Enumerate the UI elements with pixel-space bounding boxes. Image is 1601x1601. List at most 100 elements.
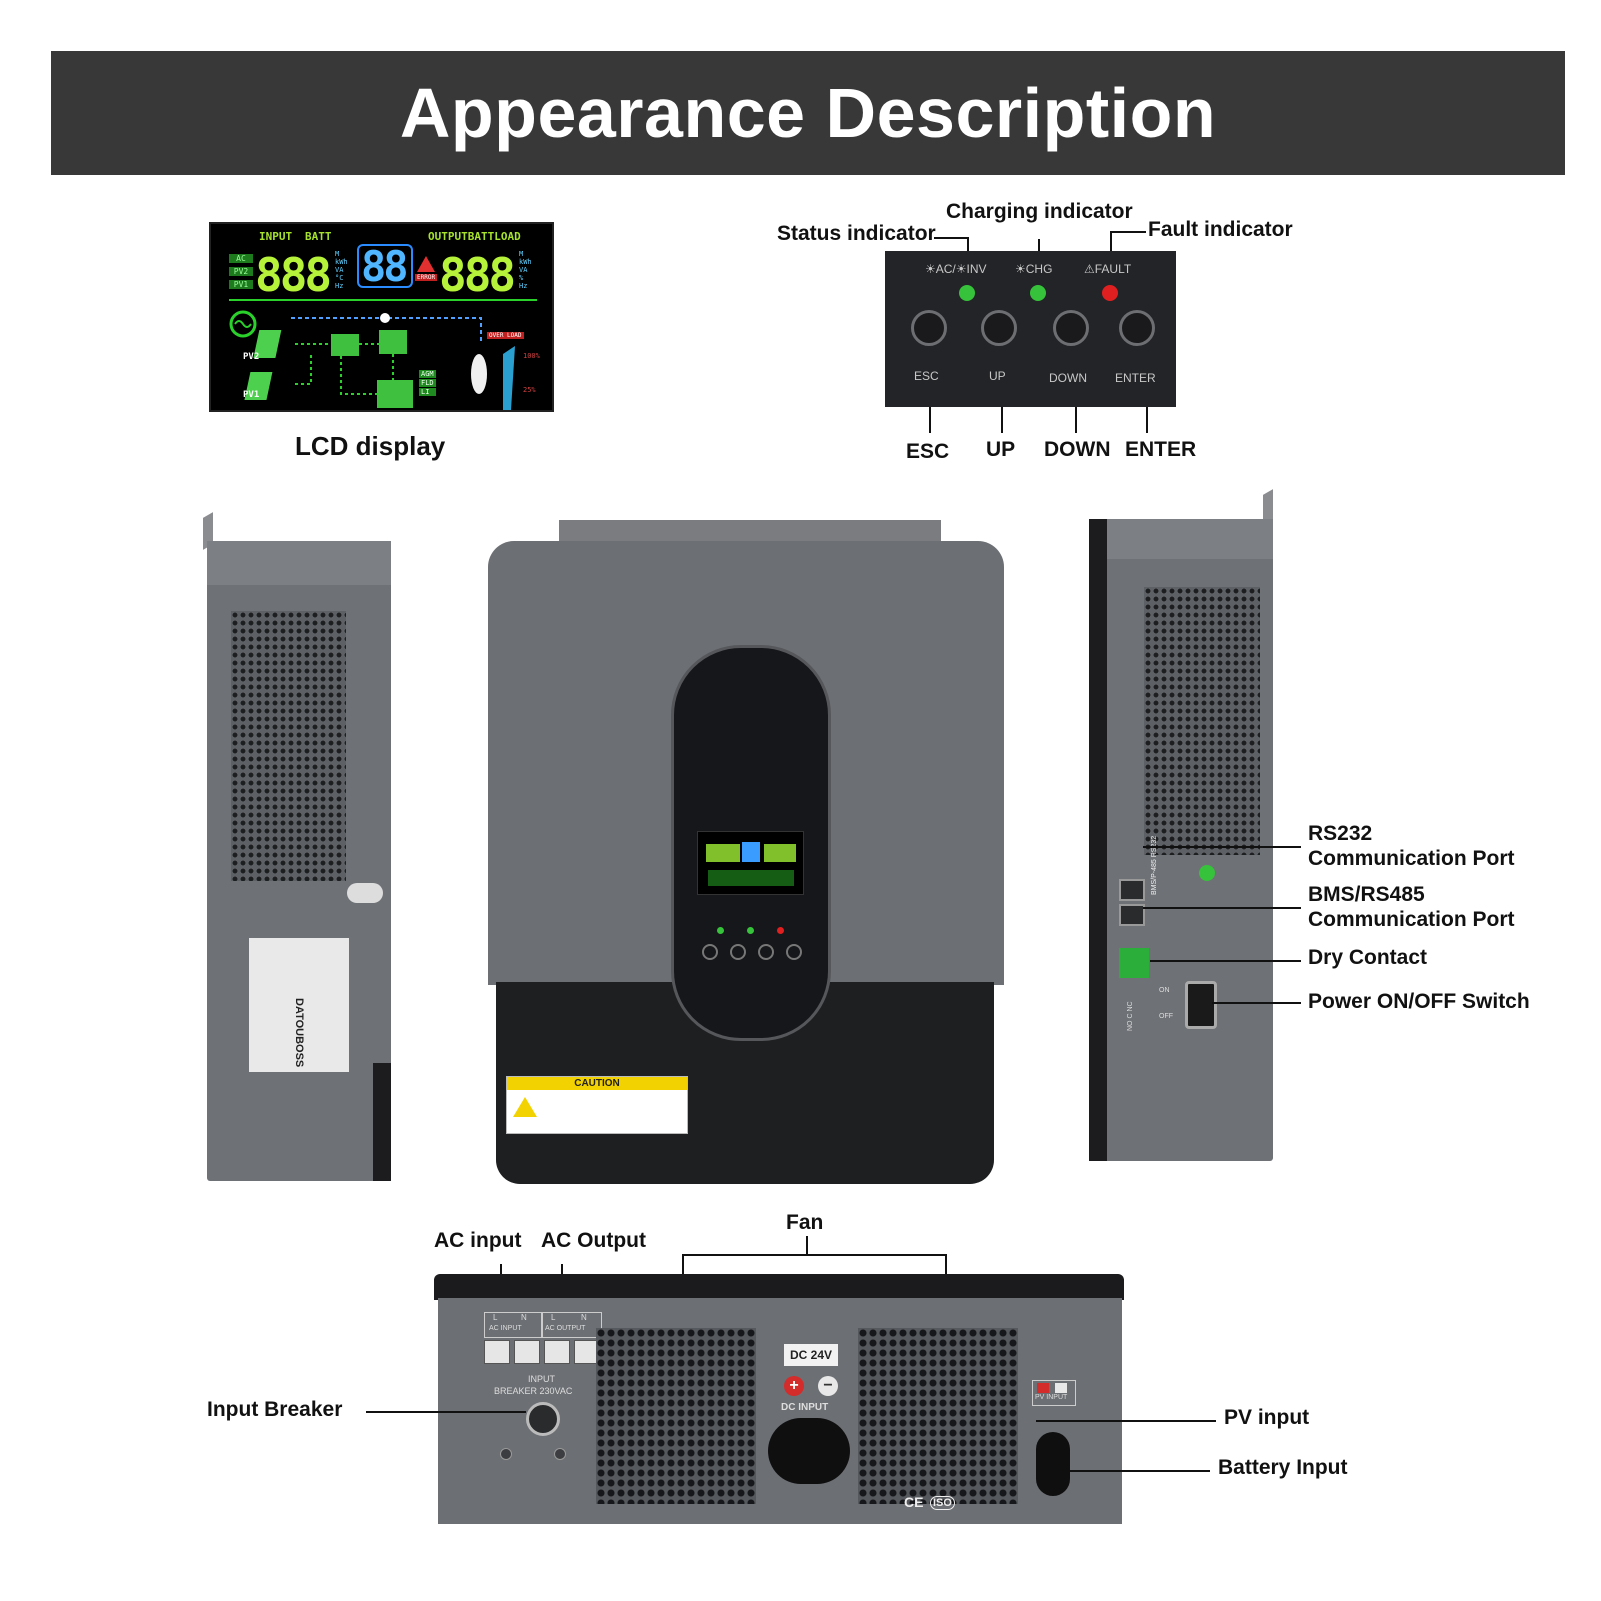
iso-mark: ISO [930,1496,955,1510]
esc-button[interactable] [911,310,947,346]
battery-input-grommet[interactable] [1036,1432,1070,1496]
right-side-front-strip [1089,519,1107,1161]
left-side-vent [231,611,346,881]
caution-title: CAUTION [507,1077,687,1090]
pv-positive-icon [1037,1383,1049,1393]
fault-indicator-label: Fault indicator [1148,218,1293,241]
ac-output-label: AC Output [541,1229,646,1252]
ac-input-label: AC input [434,1229,522,1252]
ground-screw [500,1448,512,1460]
ac-output-n: N [581,1313,587,1322]
warning-icon [417,256,435,272]
ac-input-tag: AC INPUT [489,1325,522,1332]
lcd-pv1-label: PV1 [243,390,260,400]
unit: kWh [335,258,348,266]
dc-input-label: DC INPUT [781,1402,829,1413]
left-side-top [207,541,391,585]
dc-negative-icon: − [818,1376,838,1396]
right-side-view: BMS/P-485 RS232 NO C NC ON OFF [1089,519,1273,1161]
terminal[interactable] [484,1340,510,1364]
lcd-output-label: OUTPUTBATTLOAD [428,230,521,243]
mini-enter-button[interactable] [786,944,802,960]
dc-positive-icon: + [784,1376,804,1396]
leader-line [1212,1002,1301,1004]
lcd-tag-ac: AC [229,254,253,263]
down-button[interactable] [1053,310,1089,346]
bms-rs485-port[interactable] [1119,904,1145,926]
fan-label: Fan [786,1211,824,1234]
mini-digits [764,844,796,862]
terminal[interactable] [574,1340,600,1364]
no-c-nc-text: NO C NC [1127,1001,1134,1031]
led-ac-inv-label: ☀AC/☀INV [925,262,987,276]
mini-esc-button[interactable] [702,944,718,960]
leader-line [1075,407,1077,433]
led-chg-label: ☀CHG [1015,262,1053,276]
dry-contact-label: Dry Contact [1308,946,1428,969]
port-text: BMS/P-485 RS232 [1151,835,1158,895]
header-banner: Appearance Description [51,51,1565,175]
enter-button-label: ENTER [1115,371,1156,385]
input-breaker[interactable] [526,1402,560,1436]
rs232-port[interactable] [1119,879,1145,901]
lcd-caption: LCD display [295,431,446,461]
right-side-top [1107,519,1273,559]
ce-mark: CE [904,1494,924,1510]
mini-digits [742,842,760,862]
front-mini-lcd [697,831,804,895]
lcd-batt-types: AGM FLD LI [419,370,436,396]
ac-input-n: N [521,1313,527,1322]
dc-input-grommet[interactable] [768,1418,850,1484]
lcd-display: INPUT BATT OUTPUTBATTLOAD AC PV2 PV1 888… [209,222,554,412]
lcd-flow-diagram [229,299,537,410]
leader-line [1143,846,1301,848]
leader-line [366,1411,526,1413]
lcd-tag-pv2: PV2 [229,267,253,276]
enter-button[interactable] [1119,310,1155,346]
leader-line [1150,960,1301,962]
up-button-label: UP [989,369,1006,383]
lcd-right-digits: 888 [439,248,516,302]
brand-text: DATOUBOSS [293,998,305,1068]
led-fault-label: ⚠FAULT [1084,262,1132,276]
terminal[interactable] [514,1340,540,1364]
lcd-mid-digits: 88 [361,242,409,291]
input-breaker-label: Input Breaker [207,1398,343,1421]
mini-down-button[interactable] [758,944,774,960]
unit: % [519,274,524,282]
status-led [959,285,975,301]
left-side-view: DATOUBOSS [207,541,391,1181]
power-switch[interactable] [1185,981,1217,1029]
up-button[interactable] [981,310,1017,346]
leader-line [1146,407,1148,433]
left-side-badge [347,883,383,903]
bottom-top-edge [434,1274,1124,1300]
breaker-text-1: INPUT [528,1374,555,1384]
unit: M [335,250,340,258]
unit: M [519,250,524,258]
lcd-source-tags: AC PV2 PV1 [229,254,253,289]
button-panel: ☀AC/☀INV ☀CHG ⚠FAULT ESC UP DOWN ENTER [885,251,1176,407]
enter-callout: ENTER [1125,438,1197,461]
off-text: OFF [1159,1013,1173,1020]
terminal[interactable] [544,1340,570,1364]
leader-line [1001,407,1003,433]
lcd-batt-type: FLD [419,379,436,387]
ground-screw [554,1448,566,1460]
breaker-text-2: BREAKER 230VAC [494,1386,573,1396]
lcd-error-label: ERROR [415,274,438,281]
leader-line [1036,1420,1216,1422]
down-button-label: DOWN [1049,371,1087,385]
leader-line [806,1236,808,1254]
lcd-pct-100: 100% [523,352,540,360]
unit: °C [335,274,344,282]
rs232-label-line2: Communication Port [1308,847,1515,870]
mini-up-button[interactable] [730,944,746,960]
leader-line [934,237,968,239]
mini-digits [706,844,740,862]
power-switch-label: Power ON/OFF Switch [1308,990,1530,1013]
pv-input-label: PV input [1224,1406,1310,1429]
charging-led [1030,285,1046,301]
dry-contact-terminal[interactable] [1119,948,1149,978]
rating-label: DATOUBOSS [249,938,349,1072]
